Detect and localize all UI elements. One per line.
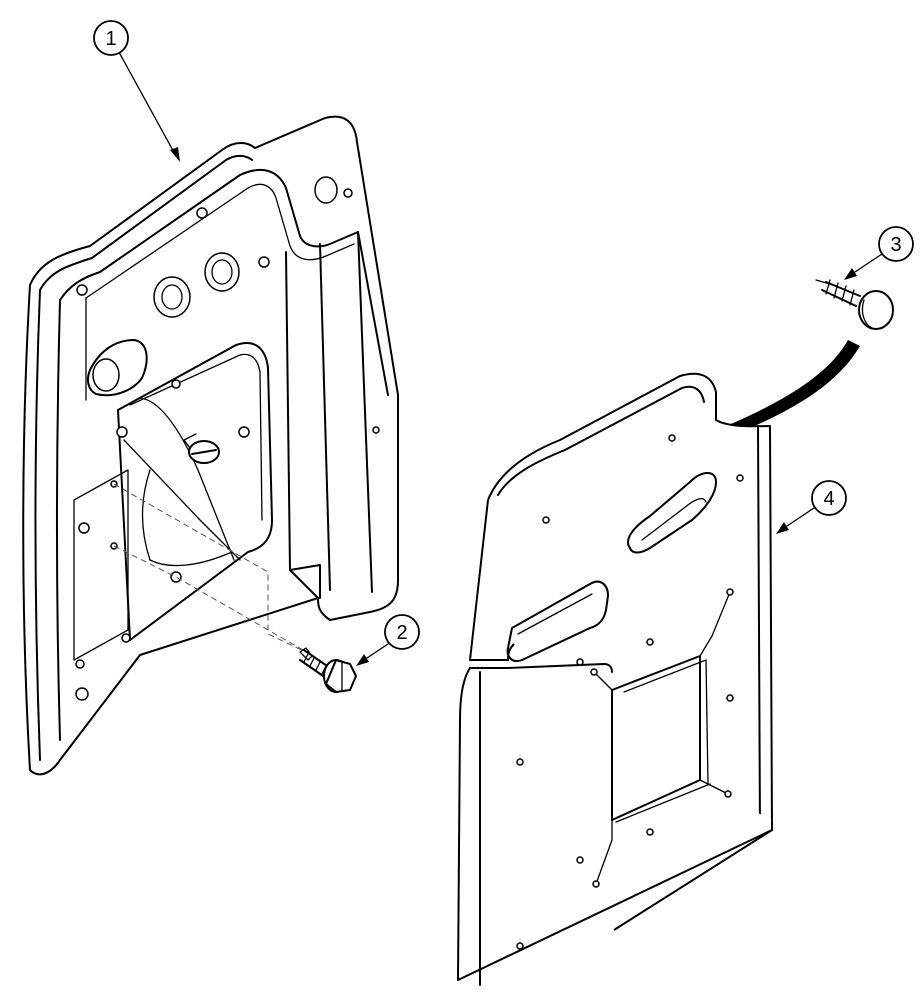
callout-2-label: 2 [396,622,407,644]
callout-3: 3 [844,226,914,280]
callout-3-arrowhead [844,268,857,280]
callout-1-arrowhead [170,147,180,162]
callout-2-circle [384,614,420,650]
callout-2-leader [363,643,389,661]
callout-2-arrowhead [356,654,369,666]
callout-1-circle [93,20,129,56]
callout-4-circle [811,480,847,516]
callout-1: 1 [93,20,180,162]
callout-4: 4 [776,480,847,534]
callout-4-arrowhead [776,522,789,534]
part-1-frame-panel [22,115,399,776]
part-3-push-rivet [712,279,894,440]
callout-4-label: 4 [823,488,834,510]
callout-1-label: 1 [105,28,116,50]
callout-4-leader [783,507,815,529]
callout-3-leader [851,253,883,275]
callout-2: 2 [356,614,420,666]
callout-1-leader [119,53,177,157]
part-4-foam-panel [457,372,773,986]
callout-3-label: 3 [890,234,901,256]
part-2-hex-bolt [299,647,357,693]
callout-3-circle [878,226,914,262]
